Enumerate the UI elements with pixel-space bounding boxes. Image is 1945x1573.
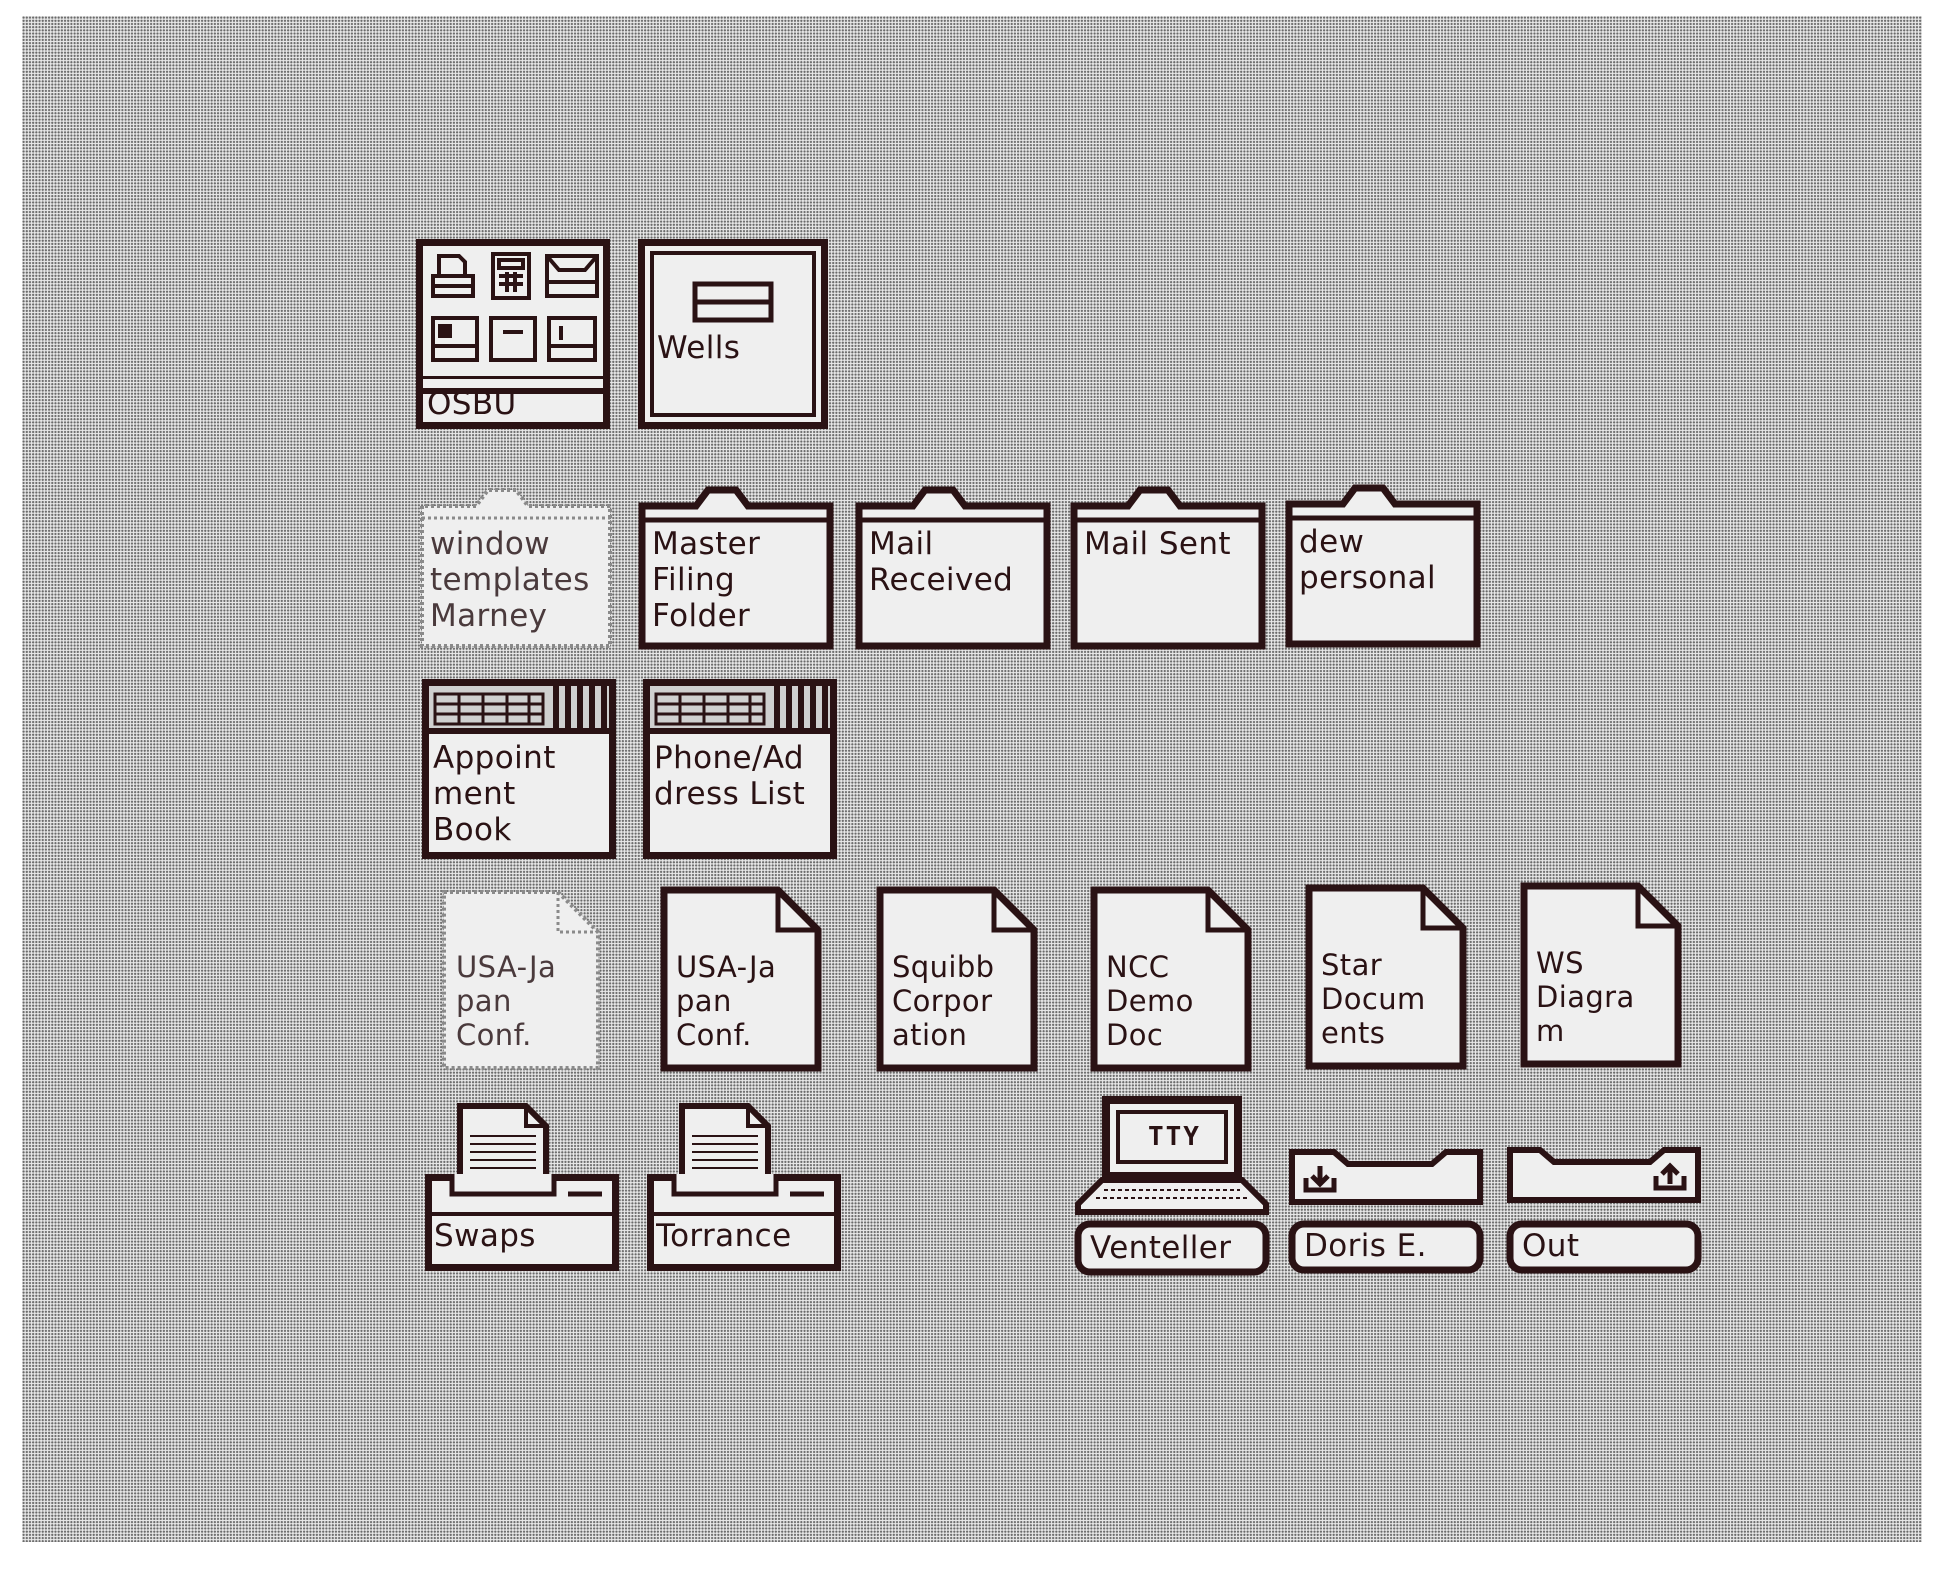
squibb-corporation-document-icon[interactable]: Squibb Corpor ation [876,886,1038,1072]
star-documents-label: Star Docum ents [1321,948,1426,1050]
record-file-icon [422,679,616,859]
out-basket-icon [1506,1147,1702,1274]
ncc-demo-doc-document-icon[interactable]: NCC Demo Doc [1090,886,1252,1072]
torrance-label: Torrance [656,1218,792,1254]
osbu-directory-icon[interactable]: OSBU [413,236,613,432]
drawer-icon [638,239,828,429]
usa-japan-conf-document-icon[interactable]: USA-Ja pan Conf. [660,886,822,1072]
ws-diagram-document-icon[interactable]: WS Diagra m [1520,882,1682,1068]
document-icon [442,890,600,1070]
tty-screen-text: TTY [1148,1122,1201,1152]
appointment-book-record-icon[interactable]: Appoint ment Book [419,676,619,862]
printer-icon [425,1103,619,1271]
venteller-terminal-icon[interactable]: TTY Venteller [1074,1092,1270,1276]
folder-icon [855,486,1051,650]
window-templates-label: window templates Marney [430,526,590,634]
document-icon [876,886,1038,1072]
window-templates-folder-icon[interactable]: window templates Marney [418,470,614,650]
osbu-label: OSBU [427,386,517,422]
document-icon [1090,886,1252,1072]
out-label: Out [1522,1228,1580,1264]
squibb-corporation-label: Squibb Corpor ation [892,950,995,1052]
dew-personal-folder-icon[interactable]: dew personal [1285,468,1481,648]
mail-received-label: Mail Received [869,526,1014,598]
document-icon [1520,882,1682,1068]
mail-sent-folder-icon[interactable]: Mail Sent [1070,470,1266,650]
mail-received-folder-icon[interactable]: Mail Received [855,470,1051,650]
wells-label: Wells [657,330,741,366]
directory-icon [416,239,610,429]
out-basket-icon[interactable]: Out [1506,1146,1702,1274]
doris-in-basket-icon[interactable]: Doris E. [1288,1148,1484,1274]
star-documents-document-icon[interactable]: Star Docum ents [1305,884,1467,1070]
venteller-label: Venteller [1090,1230,1232,1266]
usa-japan-conf-ghost-document-icon[interactable]: USA-Ja pan Conf. [440,888,602,1072]
phone-address-list-label: Phone/Ad dress List [654,740,806,812]
usa-japan-conf-label: USA-Ja pan Conf. [676,950,777,1052]
ws-diagram-label: WS Diagra m [1536,946,1635,1048]
mail-sent-label: Mail Sent [1084,526,1231,562]
dew-personal-label: dew personal [1299,524,1437,596]
desktop-background [22,16,1922,1542]
appointment-book-label: Appoint ment Book [433,740,556,848]
swaps-label: Swaps [434,1218,536,1254]
document-icon [1305,884,1467,1070]
torrance-printer-icon[interactable]: Torrance [644,1102,844,1274]
folder-icon [420,488,612,648]
wells-drawer-icon[interactable]: Wells [635,236,831,432]
ncc-demo-doc-label: NCC Demo Doc [1106,950,1194,1052]
folder-icon [1070,486,1266,650]
doris-label: Doris E. [1304,1228,1427,1264]
printer-icon [647,1103,841,1271]
master-filing-folder-icon[interactable]: Master Filing Folder [638,470,834,650]
document-icon [660,886,822,1072]
usa-japan-conf-ghost-label: USA-Ja pan Conf. [456,950,557,1052]
terminal-icon [1074,1096,1270,1276]
in-basket-icon [1288,1149,1484,1274]
folder-icon [638,486,834,650]
swaps-printer-icon[interactable]: Swaps [422,1102,622,1274]
record-file-icon [643,679,837,859]
folder-icon [1285,484,1481,648]
master-filing-label: Master Filing Folder [652,526,761,634]
phone-address-list-record-icon[interactable]: Phone/Ad dress List [640,676,840,862]
